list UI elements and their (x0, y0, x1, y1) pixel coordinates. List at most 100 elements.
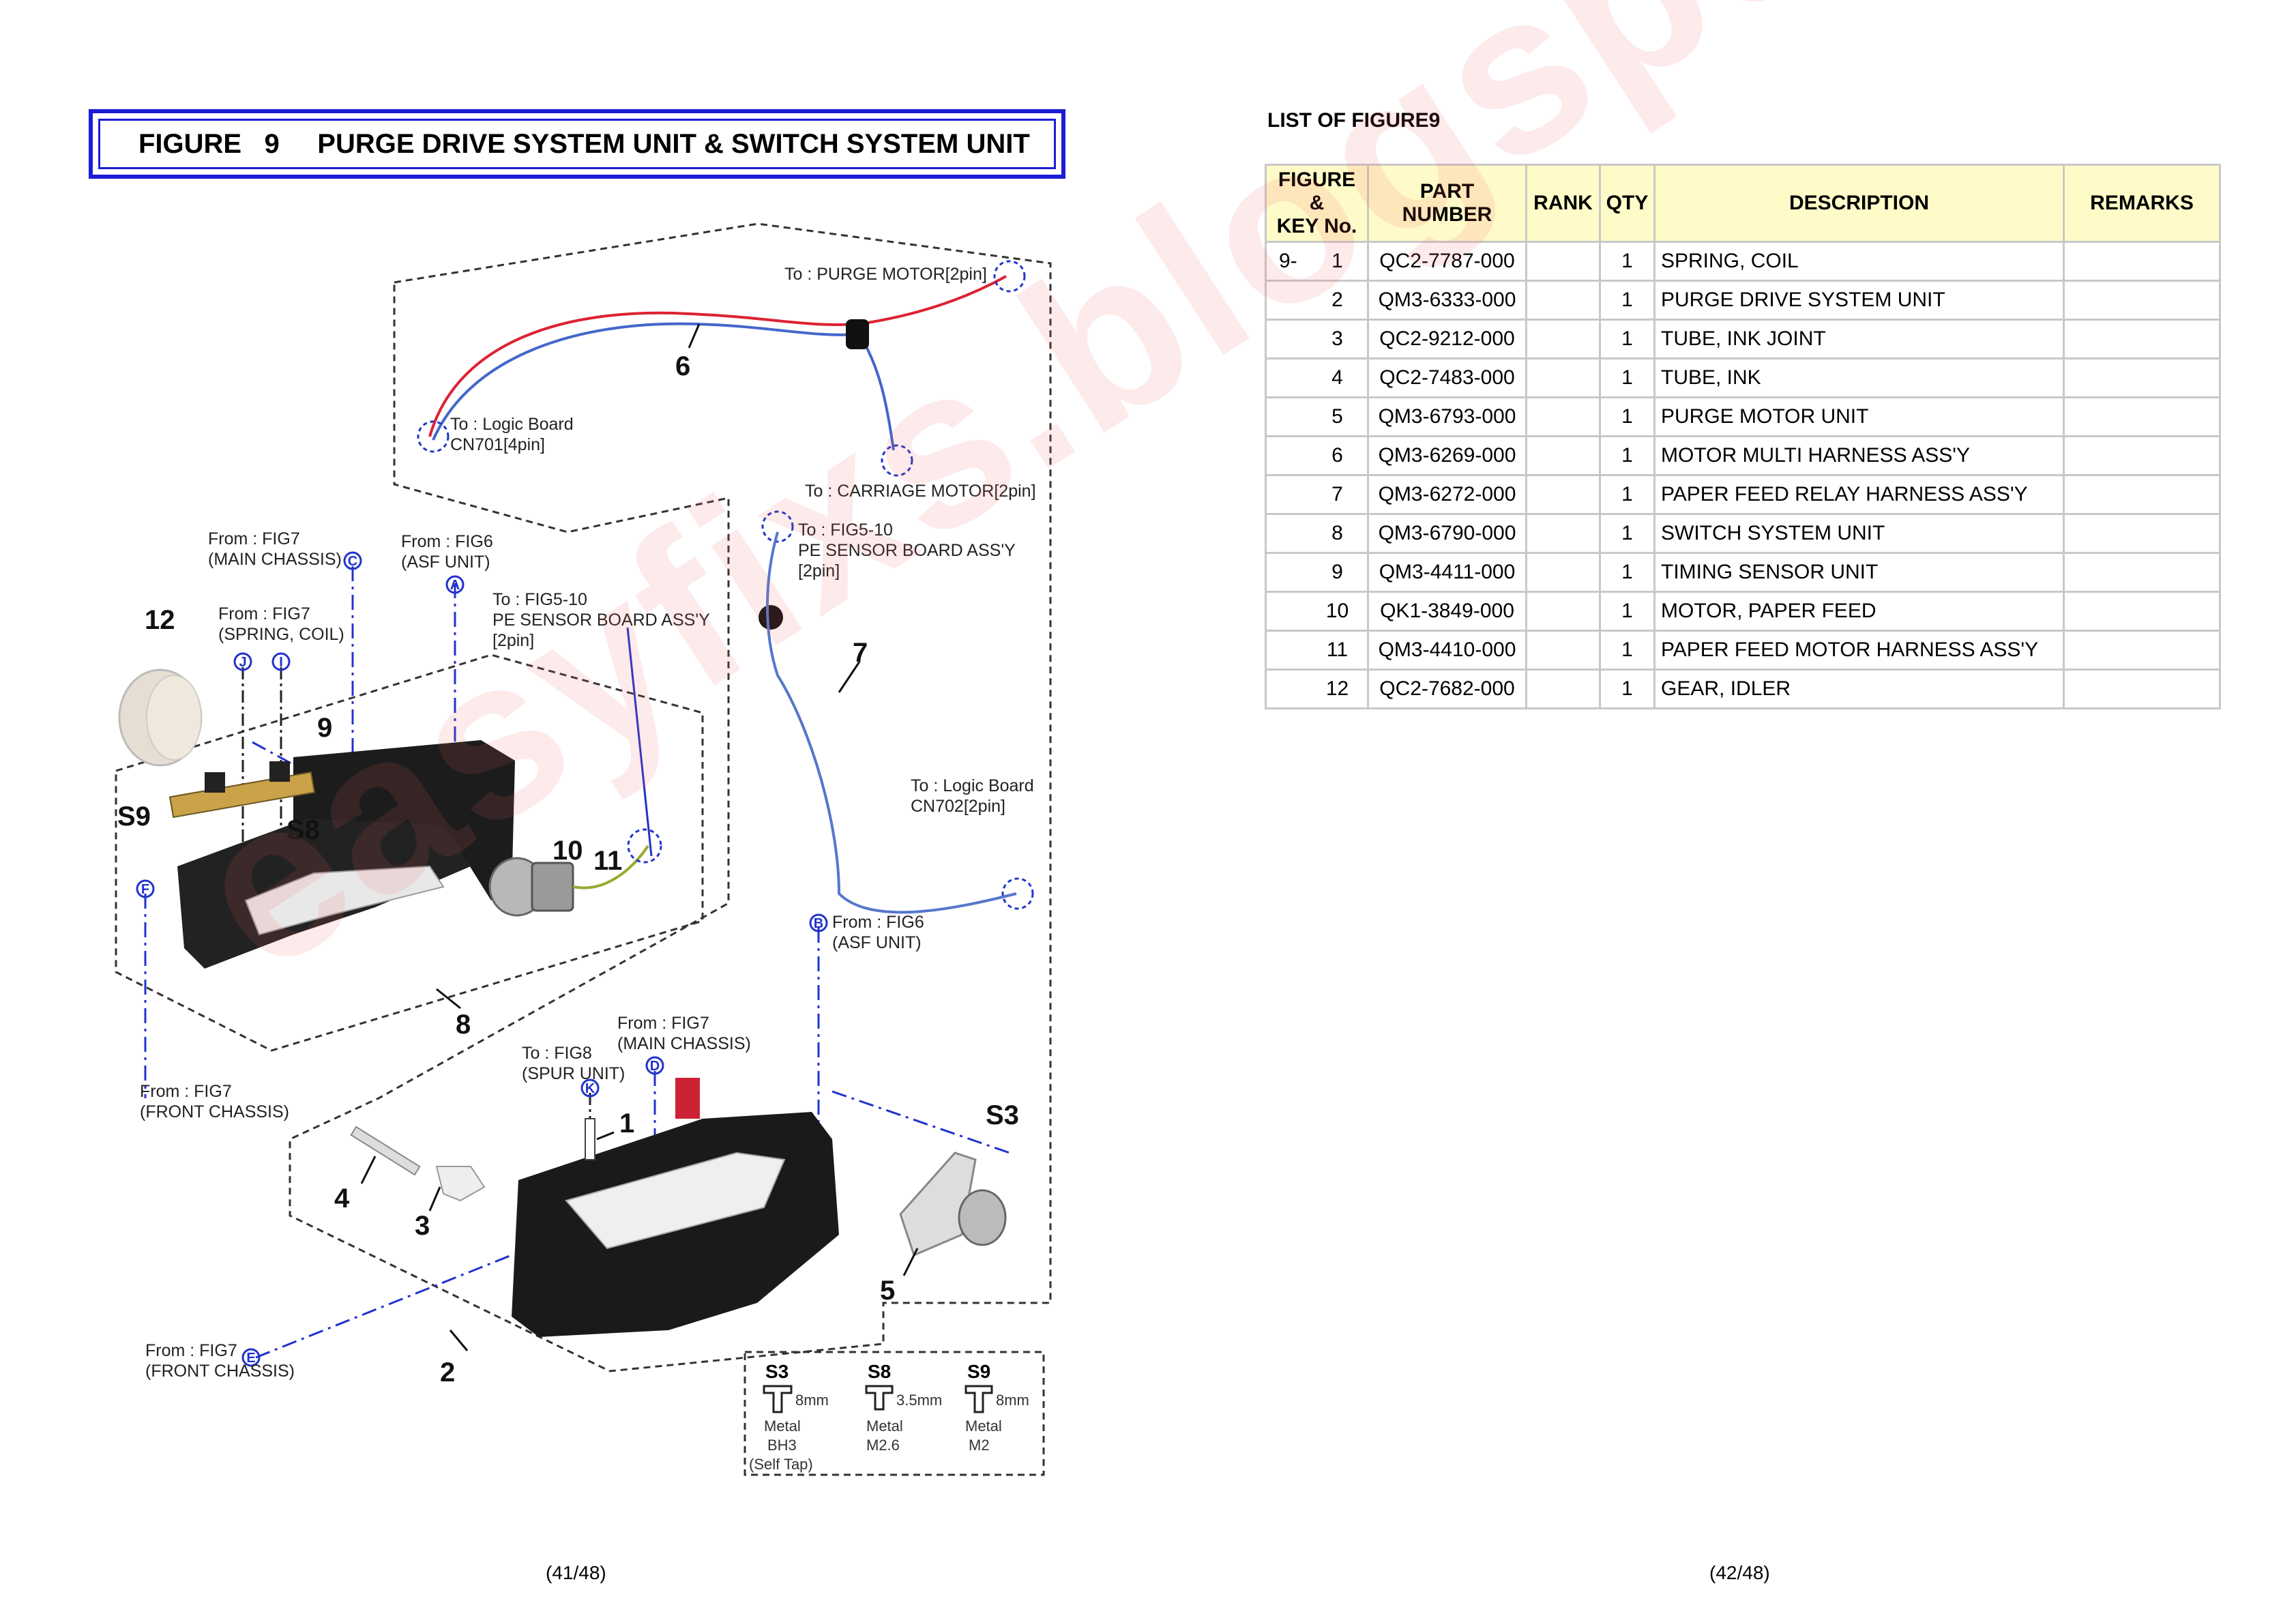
label-from-fig7-front-2: From : FIG7 (145, 1341, 237, 1360)
cell-description: SPRING, COIL (1653, 241, 2065, 282)
label-from-fig6-asf-2: From : FIG6 (832, 913, 924, 932)
marker-j-ring (233, 652, 252, 671)
label-main-chassis-c: (MAIN CHASSIS) (208, 550, 342, 569)
label-from-fig6-asf-1: From : FIG6 (401, 532, 493, 551)
cell-qty: 1 (1599, 280, 1655, 321)
cell-remarks (2063, 241, 2221, 282)
cell-remarks (2063, 513, 2221, 554)
cell-description: PURGE DRIVE SYSTEM UNIT (1653, 280, 2065, 321)
cell-figure-key: 5 (1265, 396, 1369, 437)
parts-table-header-row: FIGURE & KEY No. PART NUMBER RANK QTY DE… (1265, 164, 2221, 243)
region-outlines (115, 222, 1052, 1476)
label-to-purge-motor: To : PURGE MOTOR[2pin] (784, 265, 987, 284)
leader-6 (688, 323, 701, 349)
cell-remarks (2063, 552, 2221, 593)
purge-unit-red-tab (675, 1078, 700, 1119)
cell-description: TUBE, INK JOINT (1653, 319, 2065, 359)
cell-rank (1525, 280, 1601, 321)
gear-12-face (146, 675, 202, 761)
callout-11: 11 (593, 846, 622, 876)
leader-8 (436, 988, 461, 1010)
marker-i: I (279, 655, 283, 670)
harness-region-outline (289, 222, 1052, 1372)
cell-remarks (2063, 669, 2221, 709)
callout-4: 4 (334, 1184, 350, 1214)
label-front-chassis-2: (FRONT CHASSIS) (145, 1362, 295, 1381)
cell-key-number: 12 (1325, 677, 1349, 700)
label-to-fig8: To : FIG8 (522, 1044, 592, 1063)
cell-description: PURGE MOTOR UNIT (1653, 396, 2065, 437)
leader-4 (360, 1156, 377, 1184)
cell-key-number: 7 (1331, 483, 1343, 505)
cell-description: GEAR, IDLER (1653, 669, 2065, 709)
connector-circle-logic-cn702 (1001, 877, 1034, 910)
harness-11-wire (572, 844, 649, 890)
callout-8: 8 (456, 1010, 471, 1040)
label-pin2-a: [2pin] (798, 561, 840, 581)
label-spur-unit: (SPUR UNIT) (522, 1064, 625, 1083)
screw-s3-type: BH3 (767, 1437, 797, 1454)
screw-s9-icon (965, 1385, 993, 1413)
screw-s9-type: M2 (969, 1437, 990, 1454)
cell-qty: 1 (1599, 513, 1655, 554)
cell-rank (1525, 357, 1601, 398)
label-pin2-b: [2pin] (492, 631, 534, 650)
marker-k-ring (580, 1078, 600, 1098)
screw-legend: S3 8mm Metal BH3 (Self Tap) S8 3.5mm Met… (749, 1361, 1029, 1473)
callout-2: 2 (440, 1357, 455, 1387)
header-figure-key-line1: FIGURE & (1278, 168, 1356, 214)
marker-b: B (814, 916, 823, 931)
connector-circle-logic-cn701 (417, 420, 450, 453)
label-to-logic-board-1: To : Logic Board (450, 415, 574, 434)
timing-sensor-9 (168, 771, 316, 819)
part-number-callouts: 1 2 3 4 5 6 7 8 9 10 11 12 S3 S8 S9 (117, 351, 1019, 1387)
cell-figure-key: 2 (1265, 280, 1369, 321)
marker-d: D (650, 1059, 660, 1074)
marker-i-ring (271, 652, 291, 671)
cell-key-number: 4 (1331, 366, 1343, 389)
cell-qty: 1 (1599, 319, 1655, 359)
cell-part-number: QM3-6269-000 (1367, 435, 1527, 476)
screw-legend-s3: S3 8mm Metal BH3 (Self Tap) (749, 1361, 829, 1473)
cell-part-number: QK1-3849-000 (1367, 591, 1527, 632)
label-from-fig7-front-1: From : FIG7 (140, 1082, 232, 1101)
cell-key-number: 5 (1331, 405, 1343, 428)
connector-circle-fig5-10-bottom (627, 828, 662, 864)
cell-qty: 1 (1599, 474, 1655, 515)
label-cn701: CN701[4pin] (450, 435, 545, 454)
cell-rank (1525, 630, 1601, 671)
switch-system-unit-8 (168, 740, 662, 1010)
cell-key-number: 2 (1331, 289, 1343, 311)
cell-figure-key: 11 (1265, 630, 1369, 671)
leader-s3 (831, 1090, 1010, 1154)
label-from-fig7-main-2: From : FIG7 (617, 1014, 709, 1033)
cell-figure-key: 6 (1265, 435, 1369, 476)
cell-rank (1525, 552, 1601, 593)
marker-d-ring (645, 1056, 664, 1075)
cell-remarks (2063, 280, 2221, 321)
cell-key-number: 3 (1331, 327, 1343, 350)
header-figure-key: FIGURE & KEY No. (1265, 164, 1369, 243)
label-to-fig5-10-b: To : FIG5-10 (492, 590, 587, 609)
leader-3 (428, 1186, 441, 1211)
cell-part-number: QC2-9212-000 (1367, 319, 1527, 359)
cell-key-number: 9 (1331, 561, 1343, 583)
leader-1 (596, 1131, 615, 1141)
cell-part-number: QC2-7787-000 (1367, 241, 1527, 282)
header-part-number: PART NUMBER (1367, 164, 1527, 243)
paper-feed-motor-10-can (531, 862, 574, 912)
figure-title: FIGURE 9 PURGE DRIVE SYSTEM UNIT & SWITC… (138, 128, 1030, 159)
leader-5 (902, 1248, 919, 1276)
ink-joint-3 (435, 1166, 486, 1202)
callout-12: 12 (145, 605, 175, 635)
cell-rank (1525, 396, 1601, 437)
harness-6-red-wire (428, 275, 1007, 437)
screw-legend-box (744, 1351, 1045, 1476)
harness-7-ferrite-core (759, 605, 783, 630)
cell-figure-key: 7 (1265, 474, 1369, 515)
figure-title-box: FIGURE 9 PURGE DRIVE SYSTEM UNIT & SWITC… (89, 109, 1065, 179)
